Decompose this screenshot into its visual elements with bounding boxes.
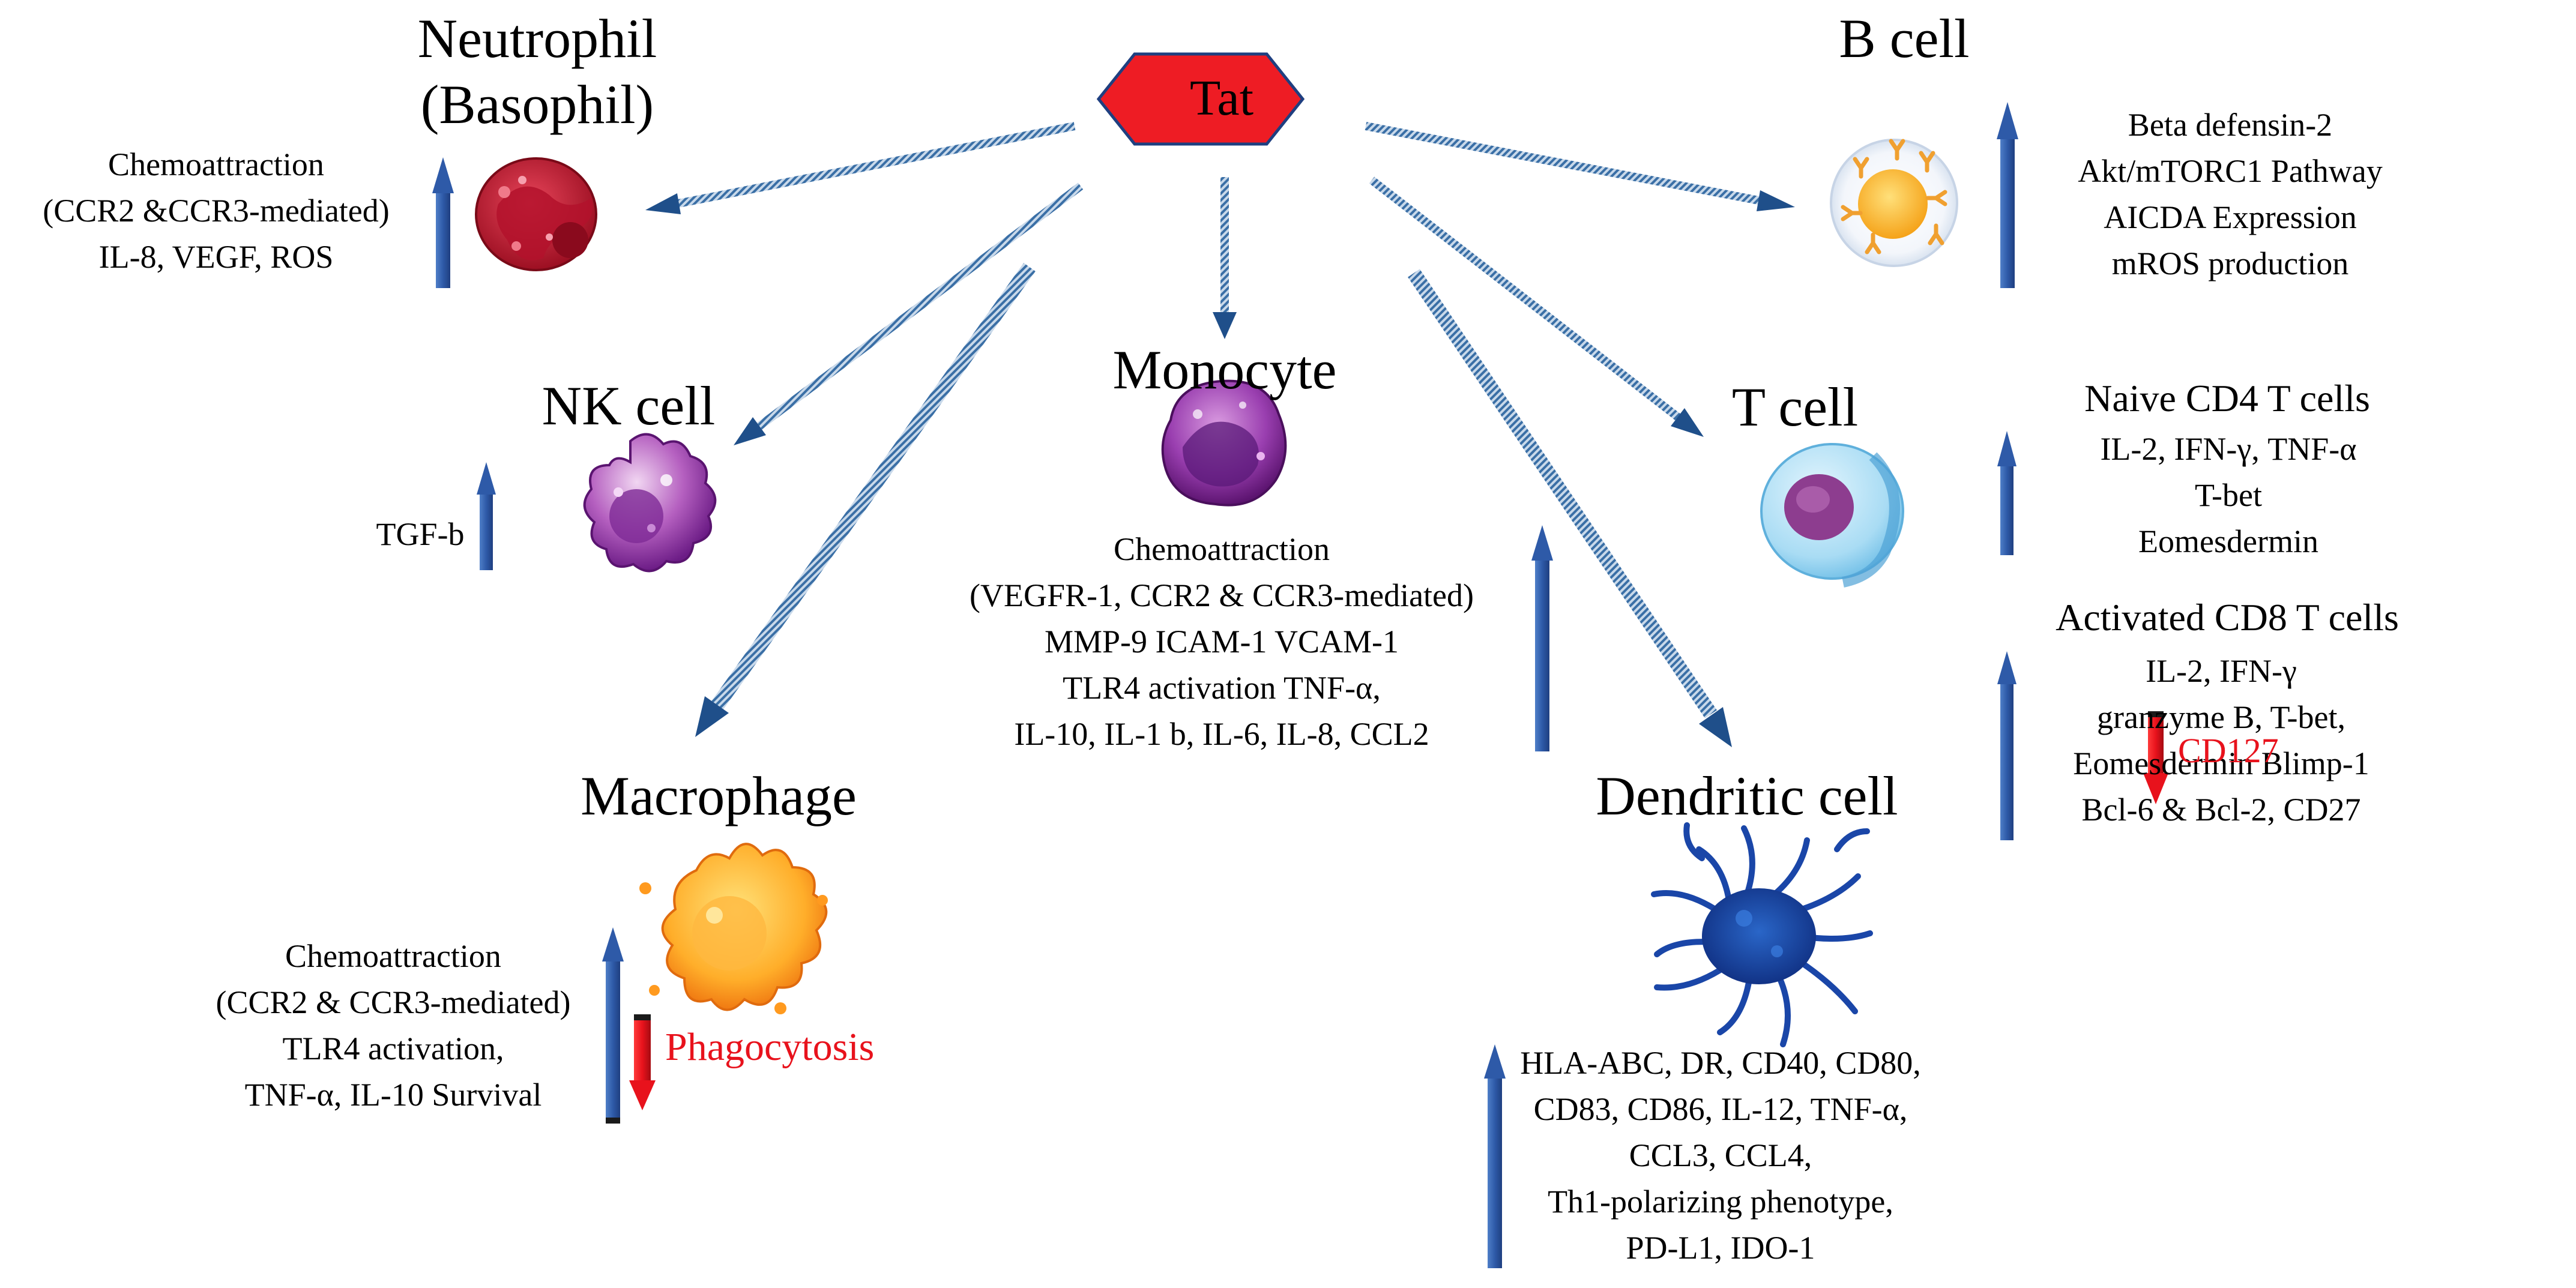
arrow-to-dendritic <box>1408 269 1732 747</box>
tat-label: Tat <box>1189 70 1254 126</box>
macrophage-up-item: Chemoattraction <box>285 938 501 974</box>
b-cell-icon <box>1830 139 1958 267</box>
macrophage-title: Macrophage <box>581 765 857 826</box>
t-cell-cd8-up-item: IL-2, IFN-γ <box>2146 653 2297 689</box>
neutrophil-title-line1: Neutrophil <box>417 8 657 69</box>
monocyte-up-list: Chemoattraction (VEGFR-1, CCR2 & CCR3-me… <box>970 526 1474 757</box>
arrow-to-neutrophil <box>645 122 1076 214</box>
t-cell-cd8-heading: Activated CD8 T cells <box>2056 596 2399 639</box>
t-cell-icon <box>1760 443 1904 588</box>
macrophage-up-arrow <box>602 927 624 1124</box>
b-cell-up-item: AICDA Expression <box>2104 199 2357 235</box>
dendritic-up-arrow <box>1484 1044 1506 1268</box>
t-cell-cd8-up-arrow <box>1997 651 2016 840</box>
t-cell-naive-up-item: Eomesdermin <box>2138 523 2318 559</box>
macrophage-up-item: TLR4 activation, <box>282 1031 504 1067</box>
macrophage-down-label: Phagocytosis <box>665 1025 875 1069</box>
t-cell-naive-up-arrow <box>1997 431 2016 555</box>
b-cell-up-arrow <box>1997 102 2018 288</box>
t-cell-naive-up-list: IL-2, IFN-γ, TNF-α T-bet Eomesdermin <box>2100 426 2356 565</box>
t-cell-cd8-up-item: granzyme B, T-bet, <box>2097 699 2345 735</box>
t-cell-cd8-down-arrow <box>2143 711 2168 804</box>
monocyte-up-item: (VEGFR-1, CCR2 & CCR3-mediated) <box>970 577 1474 613</box>
nk-cell-up-list: TGF-b <box>376 511 465 558</box>
arrow-to-monocyte <box>1213 177 1237 339</box>
monocyte-cell-icon <box>1161 379 1287 507</box>
dendritic-up-list: HLA-ABC, DR, CD40, CD80, CD83, CD86, IL-… <box>1520 1040 1921 1271</box>
neutrophil-up-arrow <box>432 157 454 288</box>
monocyte-up-item: Chemoattraction <box>1114 531 1330 567</box>
dendritic-up-item: CCL3, CCL4, <box>1629 1137 1812 1173</box>
nk-cell-up-item: TGF-b <box>376 516 465 552</box>
t-cell-cd8-down-label: CD127 <box>2178 731 2279 770</box>
dendritic-up-item: Th1-polarizing phenotype, <box>1548 1184 1893 1220</box>
neutrophil-up-item: IL-8, VEGF, ROS <box>98 239 334 275</box>
macrophage-cell-icon <box>639 843 828 1014</box>
t-cell-cd8-up-item: Bcl-6 & Bcl-2, CD27 <box>2081 792 2361 828</box>
connector-arrows <box>645 122 1795 747</box>
neutrophil-up-list: Chemoattraction (CCR2 &CCR3-mediated) IL… <box>43 142 389 280</box>
arrow-to-b-cell <box>1365 122 1795 211</box>
macrophage-up-list: Chemoattraction (CCR2 & CCR3-mediated) T… <box>216 933 571 1118</box>
neutrophil-up-item: Chemoattraction <box>108 146 324 182</box>
tat-node <box>1096 52 1305 146</box>
monocyte-up-item: TLR4 activation TNF-α, <box>1063 670 1381 706</box>
neutrophil-title-line2: (Basophil) <box>420 74 654 135</box>
arrow-to-macrophage <box>695 263 1036 737</box>
dendritic-title: Dendritic cell <box>1596 765 1898 826</box>
nk-cell-title: NK cell <box>541 375 716 436</box>
arrow-to-nk-cell <box>734 182 1084 445</box>
b-cell-title: B cell <box>1839 8 1970 69</box>
monocyte-up-item: MMP-9 ICAM-1 VCAM-1 <box>1044 624 1399 660</box>
neutrophil-up-item: (CCR2 &CCR3-mediated) <box>43 193 390 229</box>
t-cell-title: T cell <box>1731 376 1859 438</box>
monocyte-up-arrow <box>1531 525 1553 751</box>
nk-cell-up-arrow <box>477 462 496 570</box>
t-cell-naive-up-item: IL-2, IFN-γ, TNF-α <box>2100 431 2357 467</box>
monocyte-title: Monocyte <box>1112 339 1337 400</box>
monocyte-up-item: IL-10, IL-1 b, IL-6, IL-8, CCL2 <box>1014 716 1429 752</box>
neutrophil-cell-icon <box>475 157 597 271</box>
macrophage-up-item: TNF-α, IL-10 Survival <box>244 1077 542 1113</box>
b-cell-up-list: Beta defensin-2 Akt/mTORC1 Pathway AICDA… <box>2078 102 2383 287</box>
arrow-to-t-cell <box>1369 176 1704 437</box>
nk-cell-icon <box>583 433 717 573</box>
indicator-arrows <box>432 102 2168 1268</box>
macrophage-up-item: (CCR2 & CCR3-mediated) <box>216 984 571 1020</box>
b-cell-up-item: Beta defensin-2 <box>2128 107 2333 143</box>
dendritic-up-item: CD83, CD86, IL-12, TNF-α, <box>1533 1091 1908 1127</box>
dendritic-up-item: PD-L1, IDO-1 <box>1626 1230 1815 1266</box>
t-cell-cd8-up-item: Eomesdermin Blimp-1 <box>2073 745 2369 781</box>
t-cell-naive-up-item: T-bet <box>2195 477 2262 513</box>
dendritic-cell-icon <box>1651 822 1873 1047</box>
macrophage-down-arrow <box>629 1014 656 1110</box>
b-cell-up-item: Akt/mTORC1 Pathway <box>2078 153 2383 189</box>
t-cell-naive-heading: Naive CD4 T cells <box>2084 377 2370 420</box>
b-cell-up-item: mROS production <box>2111 245 2349 281</box>
dendritic-up-item: HLA-ABC, DR, CD40, CD80, <box>1520 1045 1921 1081</box>
t-cell-cd8-up-list: IL-2, IFN-γ granzyme B, T-bet, Eomesderm… <box>2073 648 2369 833</box>
